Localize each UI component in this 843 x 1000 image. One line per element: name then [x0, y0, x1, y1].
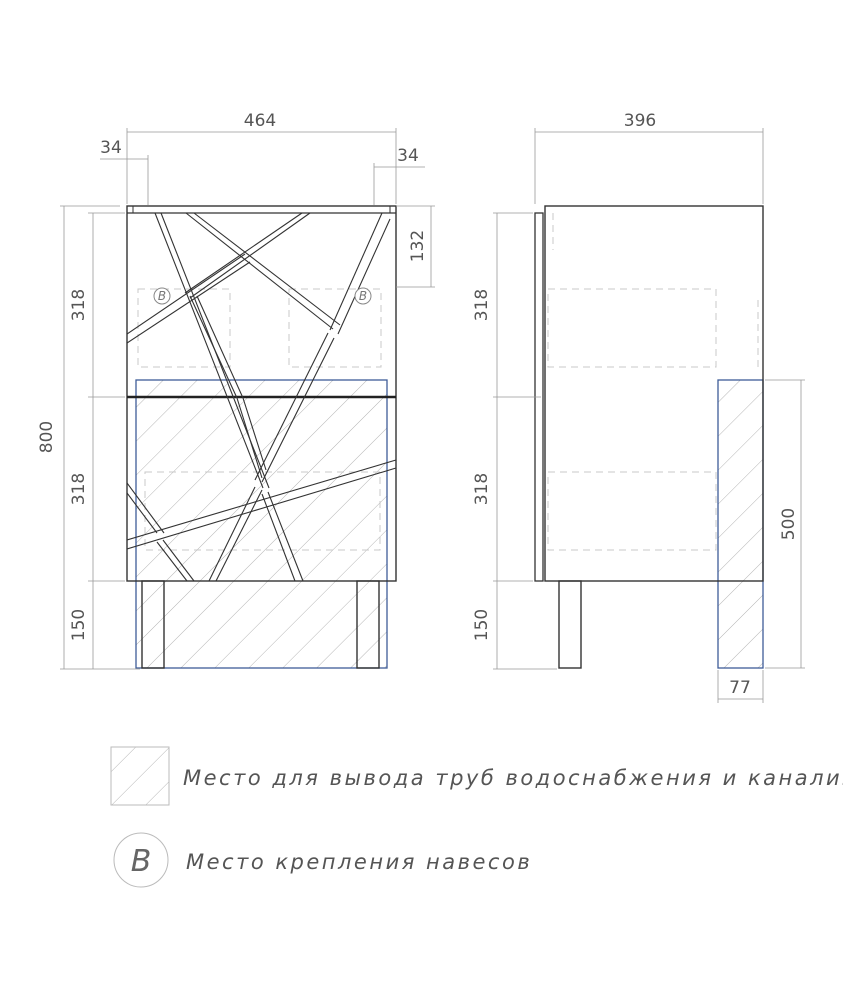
dim-pipe-zone-depth: 77	[729, 678, 751, 698]
dim-side-lower: 318	[472, 473, 492, 505]
legend-hinge: B Место крепления навесов	[113, 832, 532, 888]
dim-upper-drawer: 318	[69, 289, 89, 321]
dim-side-depth: 396	[624, 111, 656, 131]
dim-pipe-zone-height: 500	[779, 508, 799, 540]
dim-offset-left: 34	[100, 138, 122, 158]
front-view: B B 464 34 34 132	[37, 111, 435, 670]
side-body	[544, 205, 764, 582]
legend-hinge-symbol: B	[131, 844, 152, 879]
dim-side-legs: 150	[472, 609, 492, 641]
dim-offset-right: 34	[397, 146, 419, 166]
svg-text:B: B	[158, 289, 166, 303]
dim-legs: 150	[69, 609, 89, 641]
legend-hinge-circle	[113, 832, 169, 888]
svg-text:B: B	[359, 289, 367, 303]
side-dimension-lines	[493, 128, 805, 703]
front-dimension-lines	[60, 128, 435, 670]
side-pipe-zone	[717, 379, 764, 669]
legend-pipes-text: Место для вывода труб водоснабжения и ка…	[183, 766, 843, 790]
dim-lower-drawer: 318	[69, 473, 89, 505]
dim-total-height: 800	[37, 421, 57, 453]
front-body	[126, 205, 397, 582]
front-leg-right	[356, 580, 380, 669]
legend-hinge-text: Место крепления навесов	[186, 850, 532, 874]
front-hidden-lines	[137, 288, 382, 551]
side-hidden-lines	[547, 213, 759, 551]
hinge-marker-right: B	[354, 287, 372, 305]
hinge-marker-left: B	[153, 287, 171, 305]
dim-top-offset: 132	[408, 230, 428, 262]
side-leg	[558, 580, 582, 669]
legend-pipes: Место для вывода труб водоснабжения и ка…	[110, 746, 843, 806]
front-leg-left	[141, 580, 165, 669]
front-pipe-zone	[135, 379, 388, 669]
dim-side-upper: 318	[472, 289, 492, 321]
dim-front-width: 464	[244, 111, 276, 131]
legend: Место для вывода труб водоснабжения и ка…	[110, 746, 843, 888]
legend-hatch-swatch	[110, 746, 170, 806]
side-view: 396 318 318 150 500 77	[472, 111, 805, 703]
front-decor	[126, 212, 397, 582]
